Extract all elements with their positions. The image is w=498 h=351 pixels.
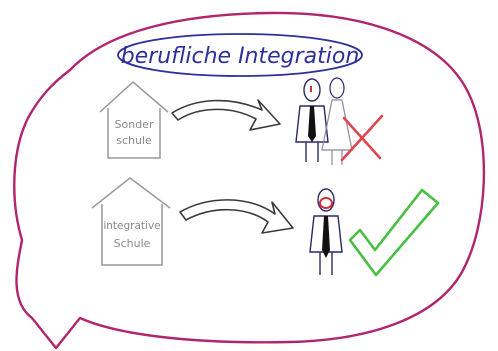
person-head <box>303 78 321 102</box>
house-integrative-schule: integrative Schule <box>91 177 171 266</box>
person-body <box>295 105 329 143</box>
arrow-top-body <box>171 99 281 131</box>
green-checkmark-icon <box>348 188 440 277</box>
person-man-top <box>295 78 329 162</box>
house-label-line2: schule <box>116 134 152 147</box>
house-label-line2: Schule <box>114 237 151 250</box>
house-body <box>107 108 161 159</box>
arrow-top <box>171 99 281 131</box>
arrow-bottom-body <box>179 199 294 234</box>
person-face-glasses <box>319 197 333 209</box>
person-body <box>309 215 343 253</box>
person-head <box>329 77 345 99</box>
house-sonderschule: Sonder schule <box>99 80 169 159</box>
tie <box>308 106 316 142</box>
speech-bubble <box>13 11 486 350</box>
person-man-bottom <box>309 188 343 275</box>
red-cross-icon <box>340 114 384 162</box>
tie <box>322 216 330 258</box>
arrow-bottom <box>179 199 294 234</box>
house-roof <box>99 80 169 113</box>
house-label-line1: integrative <box>103 220 160 232</box>
house-label-line1: Sonder <box>115 118 154 131</box>
title-ellipse <box>117 33 363 77</box>
title-text: berufliche Integration <box>121 44 360 69</box>
house-roof <box>91 177 171 209</box>
house-body <box>101 204 163 266</box>
person-head <box>317 188 335 212</box>
